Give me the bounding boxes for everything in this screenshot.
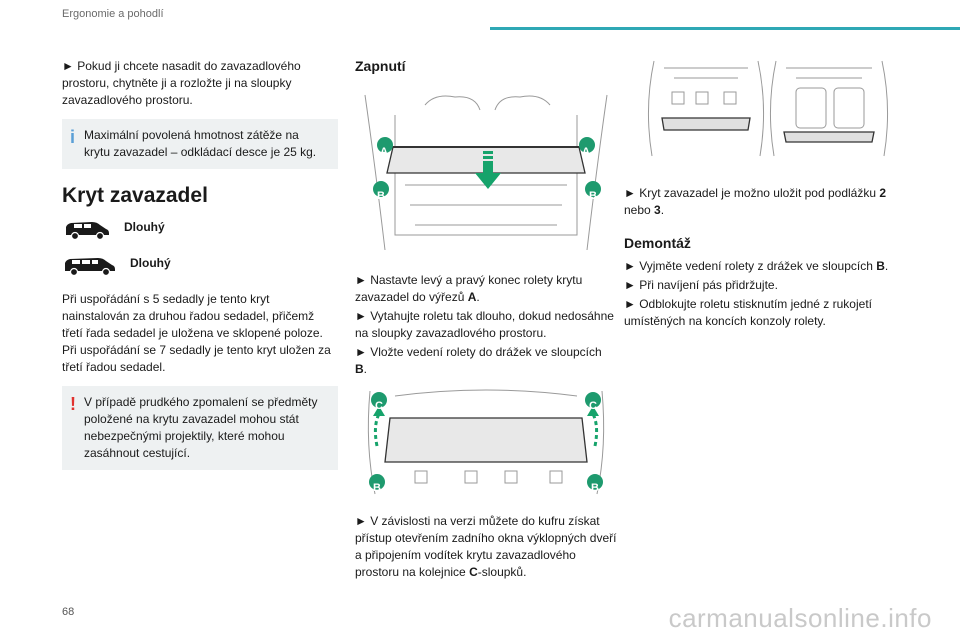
trunk-cover-illustration bbox=[364, 94, 608, 251]
variant-row: Dlouhý bbox=[62, 219, 338, 241]
figure-storage bbox=[624, 58, 900, 163]
figure-cover-rails: C C B B bbox=[355, 386, 617, 501]
figure-label-b: B bbox=[591, 482, 599, 494]
heading-zapnuti: Zapnutí bbox=[355, 58, 406, 74]
paragraph-install: ► Pokud ji chcete nasadit do zavazadlové… bbox=[62, 59, 301, 107]
heading-demontaz: Demontáž bbox=[624, 235, 691, 251]
figure-label-b: B bbox=[377, 190, 385, 202]
step-2: ► Vytahujte roletu tak dlouho, dokud ned… bbox=[355, 309, 614, 340]
figure-label-b: B bbox=[589, 190, 597, 202]
header-accent-bar bbox=[490, 27, 960, 30]
page-number: 68 bbox=[62, 606, 75, 618]
figure-label-a: A bbox=[380, 146, 388, 158]
variant-row: Dlouhý bbox=[62, 255, 338, 277]
warning-icon: ! bbox=[70, 394, 76, 414]
column-right: ► Kryt zavazadel je možno uložit pod pod… bbox=[624, 58, 900, 336]
info-note: i Maximální povolená hmotnost zátěže na … bbox=[62, 119, 338, 169]
info-icon: i bbox=[70, 127, 76, 147]
figure-cover-installation: A A B B bbox=[355, 85, 617, 260]
storage-illustration bbox=[647, 60, 889, 157]
section-title: Ergonomie a pohodlí bbox=[62, 8, 164, 20]
step-4: ► V závislosti na verzi můžete do kufru … bbox=[355, 514, 617, 579]
column-middle: Zapnutí A A B B bbox=[355, 58, 617, 587]
remove-step-3: ► Odblokujte roletu stisknutím jedné z r… bbox=[624, 297, 872, 328]
warning-note-text: V případě prudkého zpomalení se předměty… bbox=[84, 395, 318, 460]
section-heading: Kryt zavazadel bbox=[62, 184, 208, 207]
step-3: ► Vložte vedení rolety do drážek ve slou… bbox=[355, 345, 602, 376]
storage-note: ► Kryt zavazadel je možno uložit pod pod… bbox=[624, 186, 887, 217]
rear-window-illustration bbox=[367, 389, 605, 495]
van-short-icon bbox=[66, 222, 109, 241]
remove-step-2: ► Při navíjení pás přidržujte. bbox=[624, 278, 778, 292]
figure-label-c: C bbox=[589, 400, 597, 412]
paragraph-arrangement: Při uspořádání s 5 sedadly je tento kryt… bbox=[62, 292, 331, 374]
variant-label: Dlouhý bbox=[130, 256, 171, 270]
van-long-icon bbox=[65, 258, 115, 277]
info-note-text: Maximální povolená hmotnost zátěže na kr… bbox=[84, 128, 317, 159]
figure-label-a: A bbox=[582, 146, 590, 158]
watermark: carmanualsonline.info bbox=[668, 603, 932, 633]
column-left: ► Pokud ji chcete nasadit do zavazadlové… bbox=[62, 58, 338, 484]
warning-note: ! V případě prudkého zpomalení se předmě… bbox=[62, 386, 338, 470]
variant-label: Dlouhý bbox=[124, 220, 165, 234]
figure-label-b: B bbox=[373, 482, 381, 494]
figure-label-c: C bbox=[375, 400, 383, 412]
step-1: ► Nastavte levý a pravý konec rolety kry… bbox=[355, 273, 583, 304]
remove-step-1: ► Vyjměte vedení rolety z drážek ve slou… bbox=[624, 259, 889, 273]
